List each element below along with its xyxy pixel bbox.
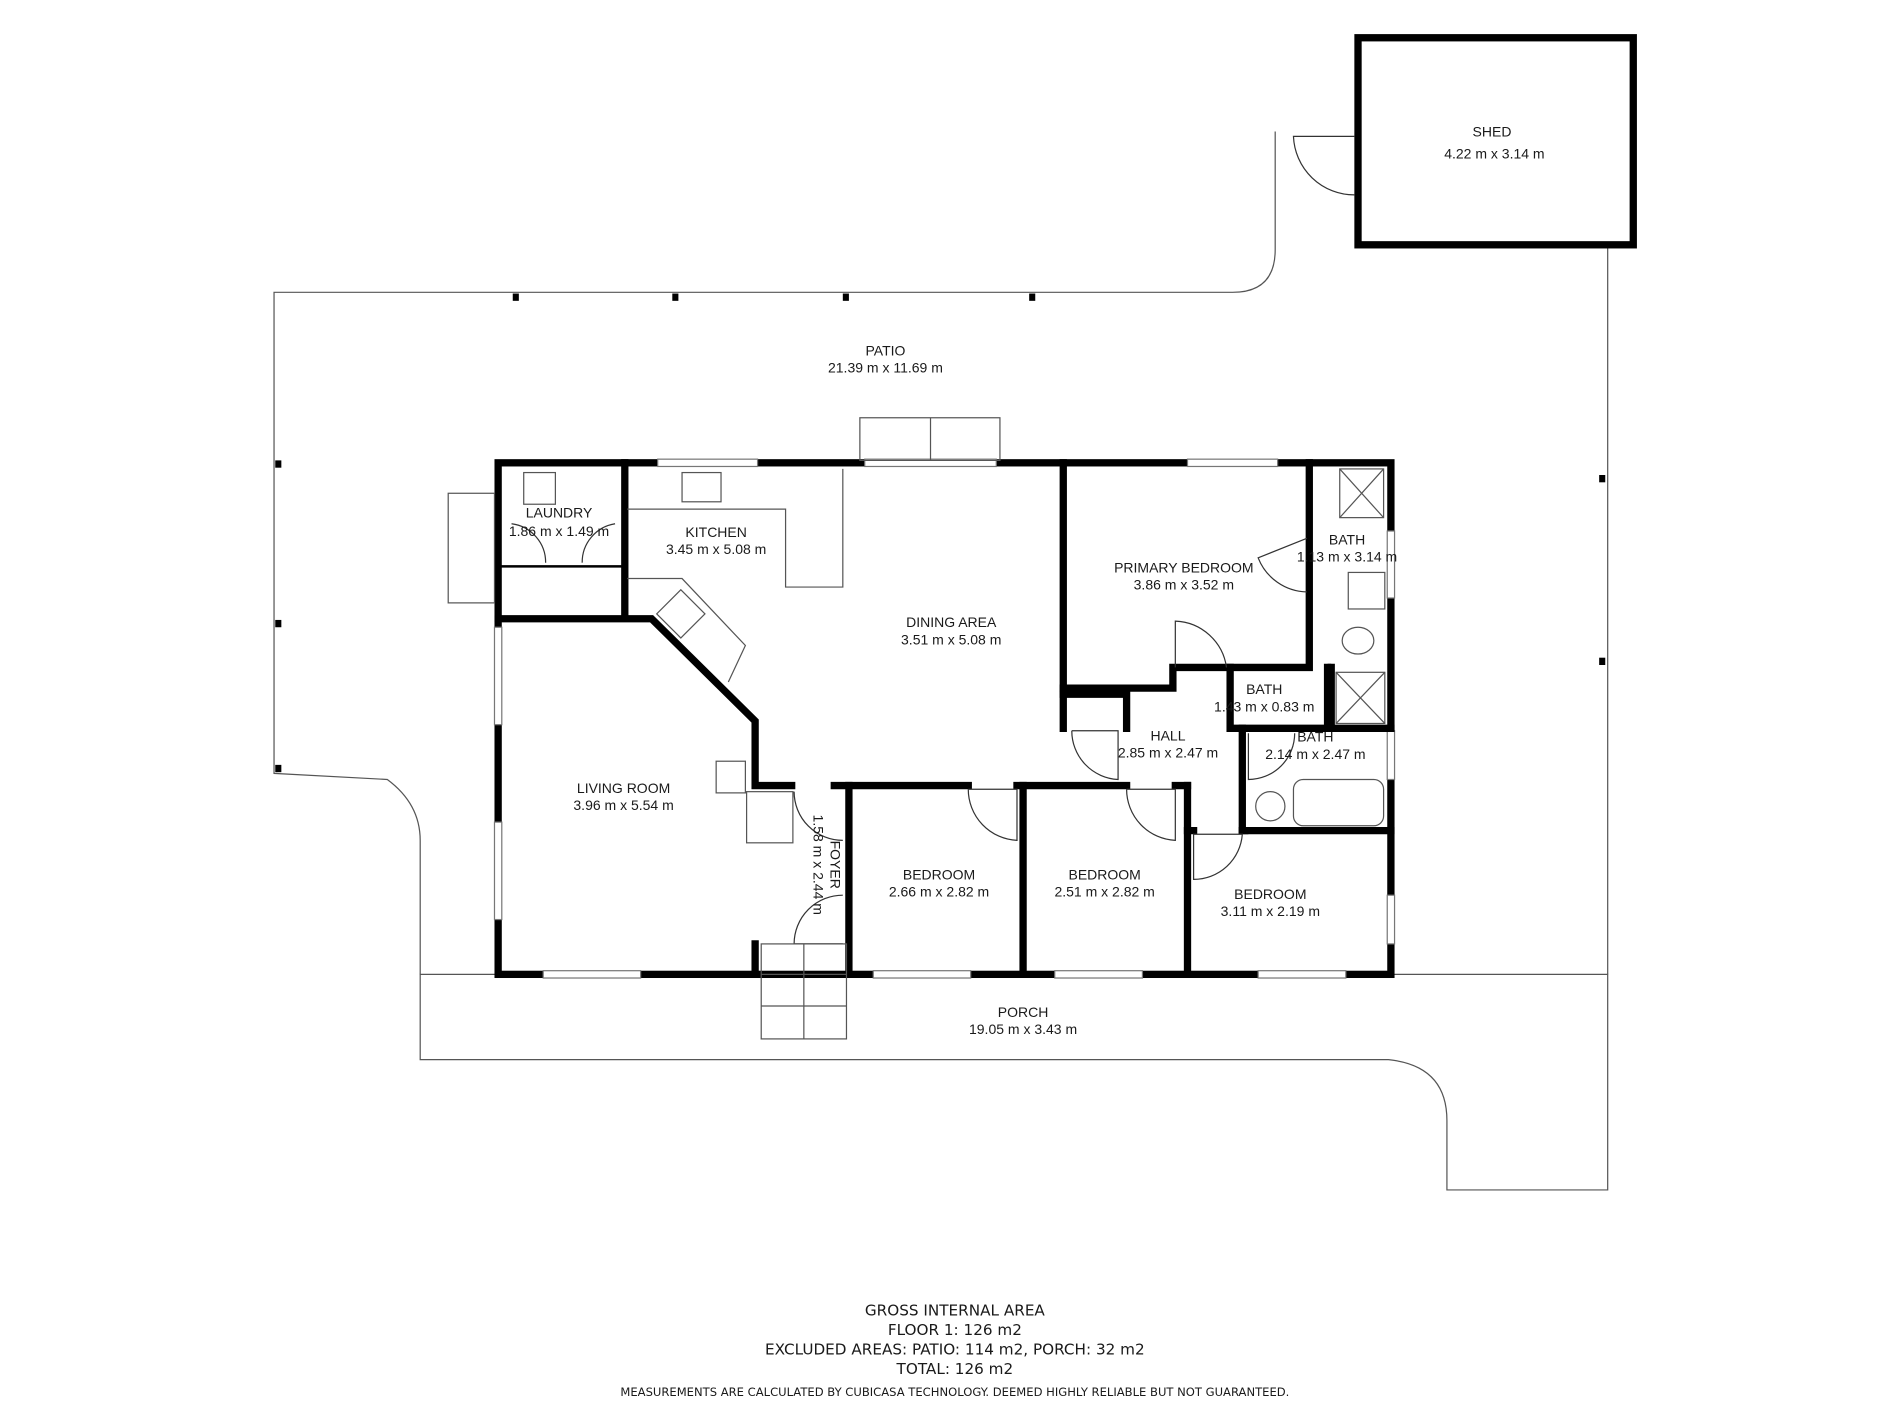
svg-text:2.66 m x 2.82 m: 2.66 m x 2.82 m: [889, 883, 989, 899]
sink-icon: [1255, 791, 1286, 822]
svg-text:PRIMARY BEDROOM: PRIMARY BEDROOM: [1114, 559, 1254, 575]
shower-icon: [1335, 671, 1386, 725]
bathtub-icon: [1292, 778, 1385, 827]
svg-text:3.51 m x 5.08 m: 3.51 m x 5.08 m: [901, 631, 1001, 647]
svg-text:1.43 m x 0.83 m: 1.43 m x 0.83 m: [1214, 698, 1314, 714]
doors: [511, 523, 1308, 945]
svg-text:SHED: SHED: [1473, 123, 1512, 139]
svg-text:1.58 m x 2.44 m: 1.58 m x 2.44 m: [811, 815, 827, 915]
shed-door: [1292, 135, 1355, 196]
area-summary: GROSS INTERNAL AREA FLOOR 1: 126 m2 EXCL…: [620, 1301, 1289, 1398]
area-excluded: EXCLUDED AREAS: PATIO: 114 m2, PORCH: 32…: [765, 1340, 1145, 1358]
svg-text:HALL: HALL: [1150, 728, 1185, 744]
patio-posts: [275, 293, 1606, 773]
sink-icon: [1347, 571, 1386, 610]
svg-text:1.13 m x 3.14 m: 1.13 m x 3.14 m: [1297, 548, 1397, 564]
svg-text:4.22 m x 3.14 m: 4.22 m x 3.14 m: [1444, 145, 1544, 161]
windows: [493, 458, 1396, 979]
svg-text:BEDROOM: BEDROOM: [903, 866, 975, 882]
stove-icon: [655, 588, 706, 639]
svg-text:3.45 m x 5.08 m: 3.45 m x 5.08 m: [666, 541, 766, 557]
area-title: GROSS INTERNAL AREA: [865, 1301, 1046, 1319]
svg-text:FOYER: FOYER: [828, 841, 844, 889]
shower-icon: [1339, 468, 1385, 519]
area-floor: FLOOR 1: 126 m2: [888, 1321, 1022, 1339]
entry-steps: [760, 943, 848, 1040]
svg-text:BEDROOM: BEDROOM: [1234, 886, 1306, 902]
area-total: TOTAL: 126 m2: [896, 1360, 1014, 1378]
svg-text:DINING AREA: DINING AREA: [906, 614, 997, 630]
svg-text:PORCH: PORCH: [998, 1004, 1049, 1020]
svg-text:KITCHEN: KITCHEN: [685, 524, 746, 540]
svg-text:BATH: BATH: [1297, 729, 1333, 745]
svg-text:2.85 m x 2.47 m: 2.85 m x 2.47 m: [1118, 745, 1218, 761]
patio-outline: [273, 131, 1276, 975]
svg-text:3.11 m x 2.19 m: 3.11 m x 2.19 m: [1221, 903, 1320, 919]
room-label-laundry: LAUNDRY 1.86 m x 1.49 m: [509, 505, 609, 539]
rear-deck-step: [859, 417, 1001, 461]
svg-text:3.86 m x 3.52 m: 3.86 m x 3.52 m: [1134, 576, 1234, 592]
svg-text:2.51 m x 2.82 m: 2.51 m x 2.82 m: [1054, 883, 1154, 899]
interior-walls: [494, 459, 1395, 979]
toilet-icon: [1341, 626, 1375, 655]
side-step: [447, 492, 496, 604]
svg-text:2.14 m x 2.47 m: 2.14 m x 2.47 m: [1265, 746, 1365, 762]
svg-text:LAUNDRY: LAUNDRY: [526, 505, 593, 521]
porch-outline: [419, 973, 1609, 1191]
svg-text:19.05 m x 3.43 m: 19.05 m x 3.43 m: [969, 1021, 1077, 1037]
bath-fixtures: [1255, 468, 1386, 827]
kitchen-fixtures: [523, 468, 844, 844]
svg-text:BATH: BATH: [1329, 531, 1365, 547]
fireplace-icon: [715, 760, 746, 794]
svg-text:BATH: BATH: [1246, 681, 1282, 697]
svg-text:21.39 m x 11.69 m: 21.39 m x 11.69 m: [828, 360, 943, 376]
disclaimer: MEASUREMENTS ARE CALCULATED BY CUBICASA …: [620, 1385, 1289, 1399]
svg-text:3.96 m x 5.54 m: 3.96 m x 5.54 m: [573, 797, 673, 813]
room-label-shed: SHED 4.22 m x 3.14 m: [1444, 123, 1544, 161]
shed-walls: [1354, 34, 1637, 249]
svg-text:LIVING ROOM: LIVING ROOM: [577, 780, 670, 796]
svg-text:1.86 m x 1.49 m: 1.86 m x 1.49 m: [509, 523, 609, 539]
svg-text:PATIO: PATIO: [865, 343, 905, 359]
svg-text:BEDROOM: BEDROOM: [1069, 866, 1141, 882]
